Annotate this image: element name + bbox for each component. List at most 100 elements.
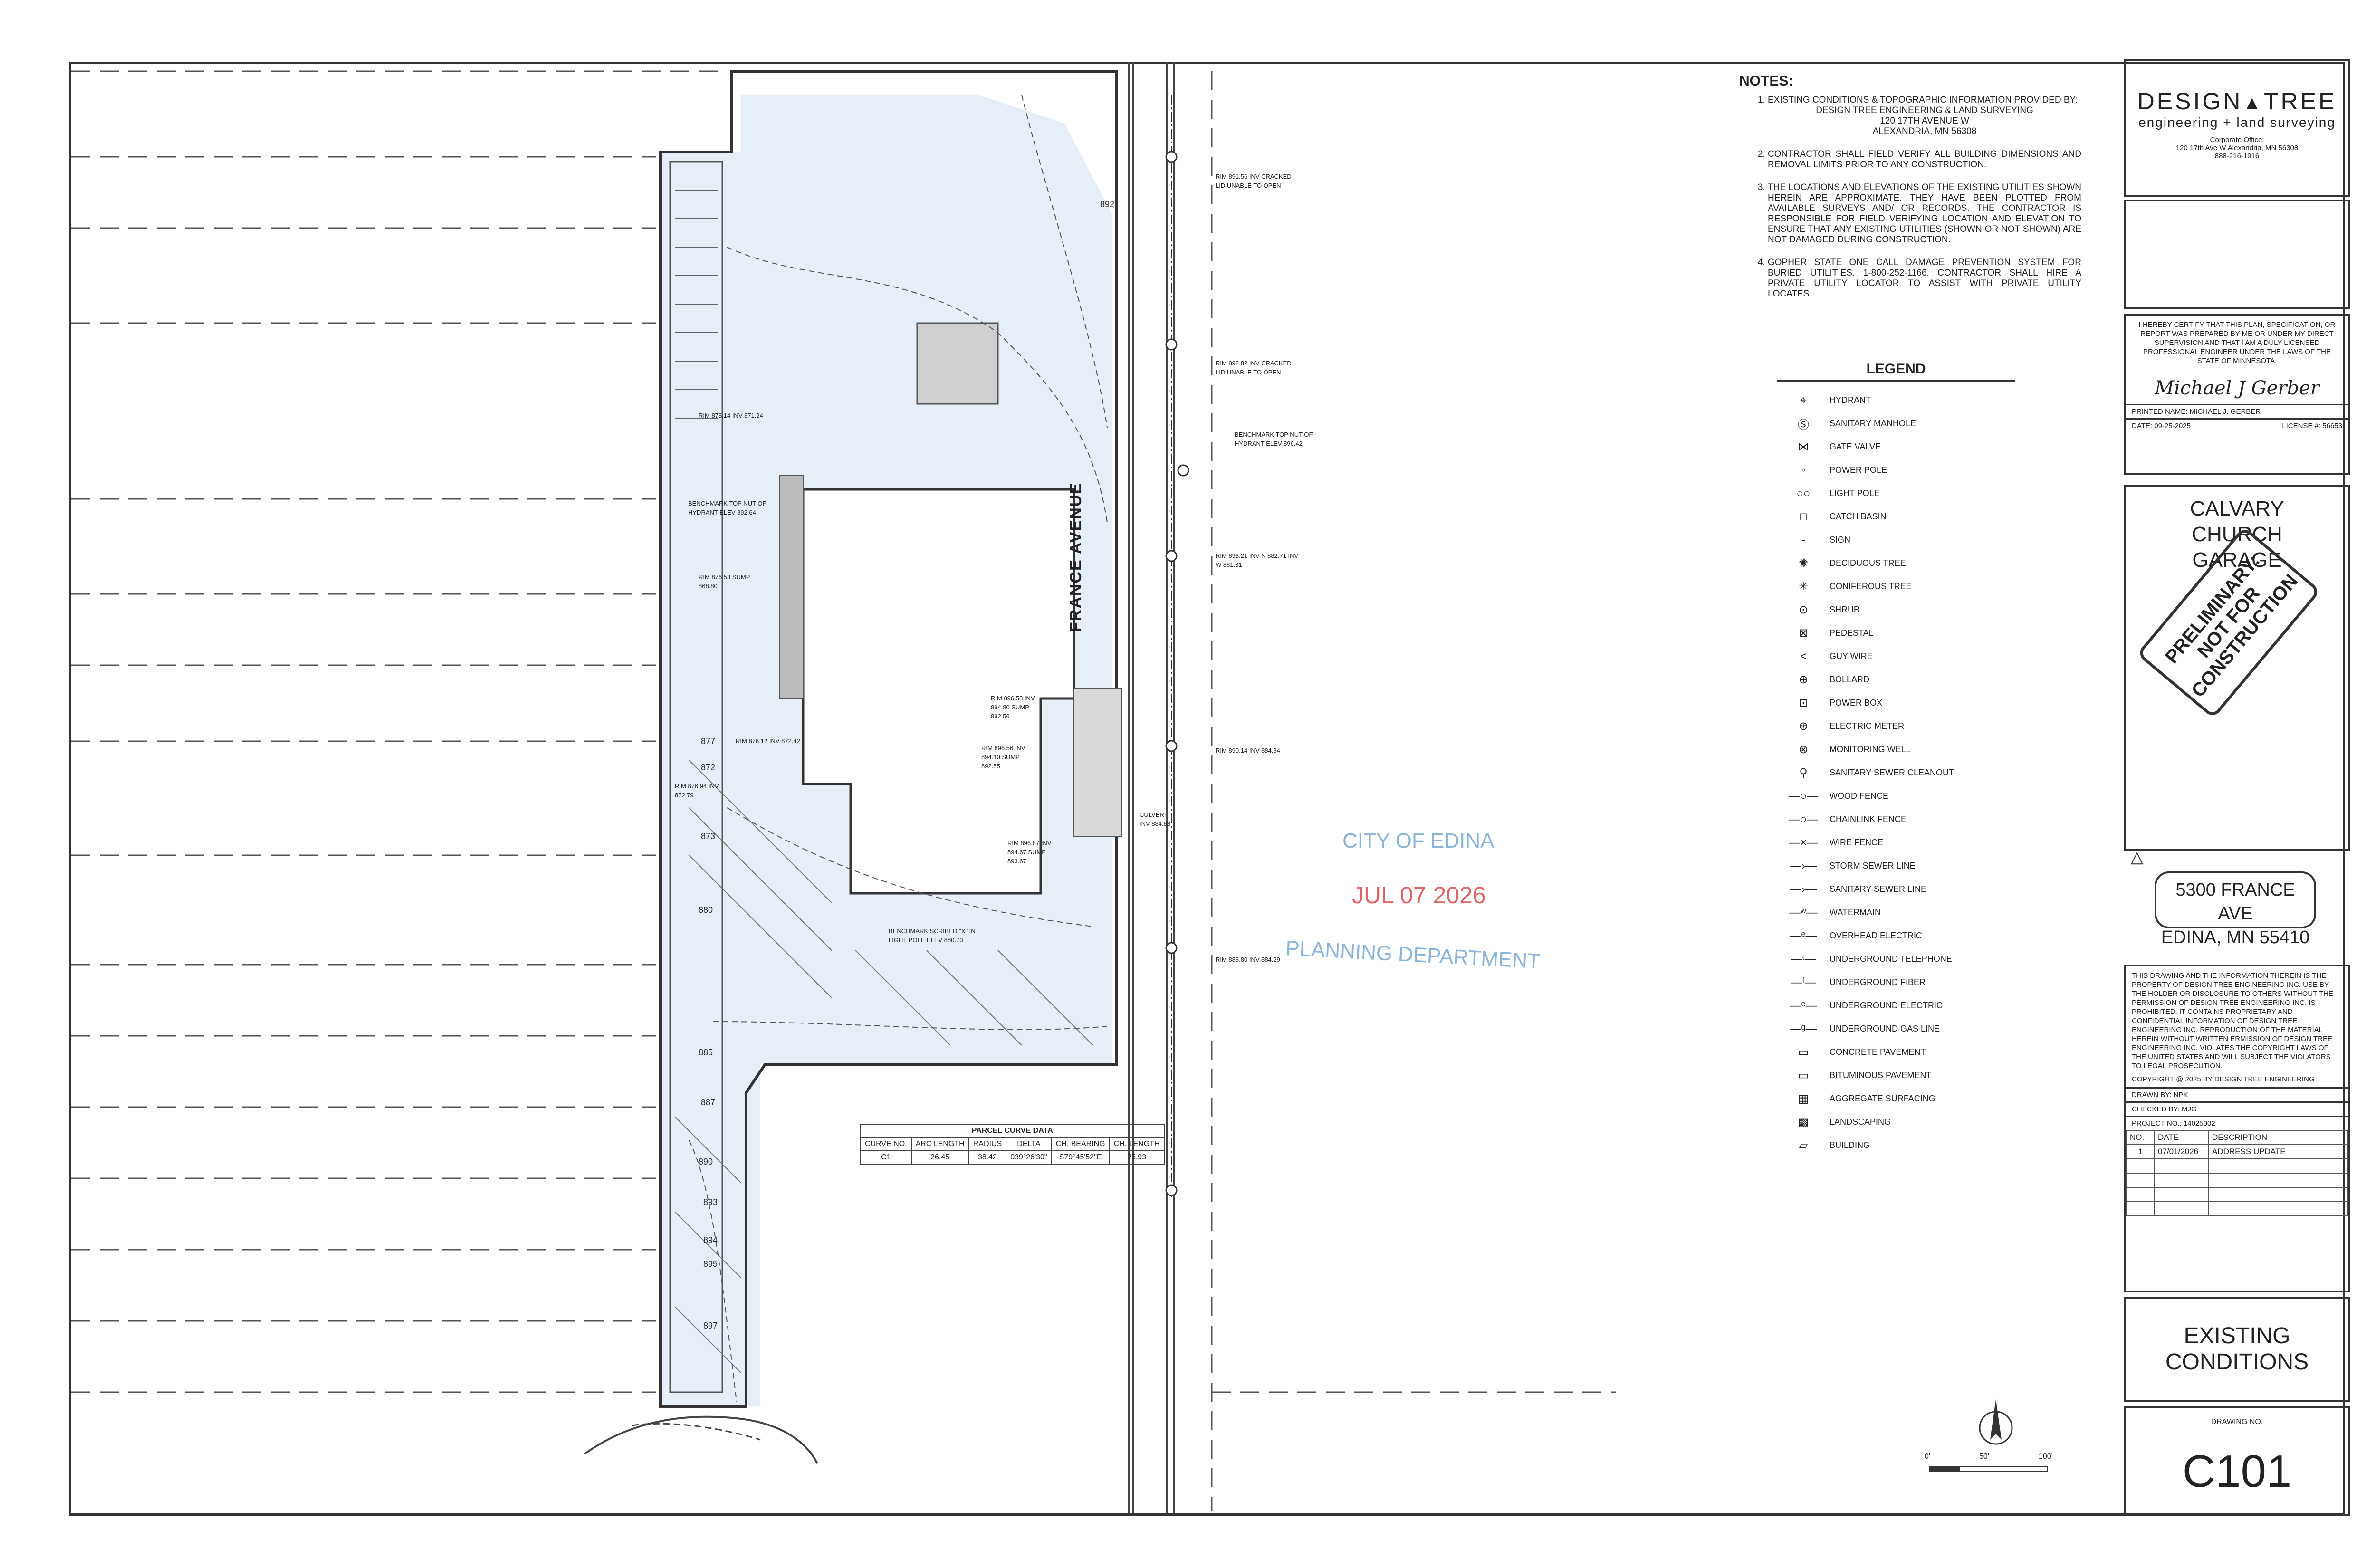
legend-label: PEDESTAL bbox=[1830, 628, 1874, 638]
legend-item: ▩ LANDSCAPING bbox=[1777, 1110, 2024, 1134]
legend-label: ELECTRIC METER bbox=[1830, 721, 1905, 731]
landscaping-icon: ▩ bbox=[1798, 1116, 1809, 1128]
contour-label: 892 bbox=[1100, 200, 1115, 209]
contour-label: 877 bbox=[701, 736, 716, 746]
disclaimer: THIS DRAWING AND THE INFORMATION THEREIN… bbox=[2132, 972, 2333, 1070]
utility-note: RIM 876.12 INV 872.42 bbox=[736, 737, 800, 745]
catch-basin-icon: □ bbox=[1800, 510, 1807, 523]
legend-label: HYDRANT bbox=[1830, 395, 1871, 405]
legend-label: BOLLARD bbox=[1830, 675, 1870, 684]
legend-item: —ᵉ—UNDERGROUND ELECTRIC bbox=[1777, 994, 2024, 1017]
legend-label: POWER POLE bbox=[1830, 465, 1887, 475]
legend-item: —ʷ—WATERMAIN bbox=[1777, 901, 2024, 924]
utility-note: RIM 890.14 INV 884.84 bbox=[1216, 747, 1280, 754]
sheet-title: EXISTING bbox=[2184, 1323, 2290, 1348]
scale-tick: 100' bbox=[2039, 1453, 2053, 1461]
legend-item: —ᵗ—UNDERGROUND TELEPHONE bbox=[1777, 947, 2024, 971]
table-cell: 07/01/2026 bbox=[2154, 1144, 2209, 1159]
legend-item: —ᵉ—OVERHEAD ELECTRIC bbox=[1777, 924, 2024, 947]
legend-item: ⊛ELECTRIC METER bbox=[1777, 715, 2024, 738]
note-item: CONTRACTOR SHALL FIELD VERIFY ALL BUILDI… bbox=[1768, 149, 2081, 170]
note-item: THE LOCATIONS AND ELEVATIONS OF THE EXIS… bbox=[1768, 182, 2081, 245]
table-header: DELTA bbox=[1006, 1137, 1052, 1151]
legend-label: SANITARY SEWER CLEANOUT bbox=[1830, 768, 1954, 777]
legend-label: UNDERGROUND TELEPHONE bbox=[1830, 954, 1952, 964]
utility-note: RIM 878.14 INV 871.24 bbox=[699, 412, 763, 419]
utility-note: RIM 893.21 INV N 882.71 INV W 881.31 bbox=[1216, 552, 1299, 568]
note-text: EXISTING CONDITIONS & TOPOGRAPHIC INFORM… bbox=[1768, 95, 2078, 105]
company-logo-block: DESIGN▲TREE engineering + land surveying… bbox=[2124, 59, 2350, 197]
contour-label: 897 bbox=[703, 1321, 718, 1330]
note-subline: DESIGN TREE ENGINEERING & LAND SURVEYING bbox=[1816, 105, 2033, 115]
pedestal-icon: ⊠ bbox=[1798, 627, 1809, 640]
north-arrow-icon bbox=[1979, 1399, 2013, 1445]
legend-item: ✺DECIDUOUS TREE bbox=[1777, 552, 2024, 575]
utility-note: RIM 896.58 INV 894.80 SUMP 892.56 bbox=[991, 695, 1035, 720]
legend-item: ✳CONIFEROUS TREE bbox=[1777, 575, 2024, 598]
utility-note: RIM 891.56 INV CRACKED LID UNABLE TO OPE… bbox=[1216, 173, 1292, 189]
table-row bbox=[2126, 1173, 2348, 1188]
contour-label: 880 bbox=[699, 905, 713, 915]
office-label: Corporate Office: bbox=[2210, 136, 2264, 144]
copyright: COPYRIGHT @ 2025 BY DESIGN TREE ENGINEER… bbox=[2132, 1075, 2315, 1083]
printed-name: PRINTED NAME: MICHAEL J. GERBER bbox=[2126, 404, 2348, 418]
brand-tree: TREE bbox=[2263, 88, 2337, 115]
notes-heading: NOTES: bbox=[1739, 73, 1793, 89]
parcel-curve-table: PARCEL CURVE DATA CURVE NO. ARC LENGTH R… bbox=[860, 1124, 1165, 1165]
chainlink-fence-icon: —○— bbox=[1788, 813, 1819, 826]
legend-label: UNDERGROUND FIBER bbox=[1830, 977, 1926, 987]
legend-item: ○○LIGHT POLE bbox=[1777, 482, 2024, 505]
legend-label: CATCH BASIN bbox=[1830, 512, 1887, 521]
received-date-stamp: JUL 07 2026 bbox=[1352, 882, 1486, 908]
table-cell: ADDRESS UPDATE bbox=[2208, 1144, 2348, 1159]
sheet-border bbox=[69, 62, 2345, 1516]
drawing-number: C101 bbox=[2182, 1446, 2292, 1497]
legend-label: LIGHT POLE bbox=[1830, 488, 1880, 498]
aggregate-surfacing-icon: ▦ bbox=[1798, 1092, 1809, 1105]
legend-label: UNDERGROUND ELECTRIC bbox=[1830, 1001, 1943, 1010]
bituminous-pavement-icon: ▭ bbox=[1798, 1069, 1809, 1082]
legend-label: BITUMINOUS PAVEMENT bbox=[1830, 1071, 1932, 1080]
legend-item: —›—SANITARY SEWER LINE bbox=[1777, 878, 2024, 901]
utility-note: RIM 876.53 SUMP 868.80 bbox=[699, 574, 750, 590]
legend-title: LEGEND bbox=[1777, 361, 2015, 382]
legend-item: —○—WOOD FENCE bbox=[1777, 784, 2024, 808]
contour-label: 887 bbox=[701, 1098, 716, 1107]
wire-fence-icon: —×— bbox=[1788, 836, 1818, 849]
table-row bbox=[2126, 1201, 2348, 1216]
scale-tick: 50' bbox=[1979, 1453, 1989, 1461]
legend-label: WOOD FENCE bbox=[1830, 791, 1888, 801]
legend-item: —ᵍ—UNDERGROUND GAS LINE bbox=[1777, 1017, 2024, 1041]
legend-item: ▭ BITUMINOUS PAVEMENT bbox=[1777, 1064, 2024, 1087]
legend-item: ▱ BUILDING bbox=[1777, 1134, 2024, 1157]
brand-design: DESIGN bbox=[2137, 88, 2243, 115]
scale-bar: 0' 50' 100' bbox=[1925, 1453, 2053, 1494]
power-pole-icon: ◦ bbox=[1801, 463, 1806, 477]
legend-item: ⊠ PEDESTAL bbox=[1777, 621, 2024, 645]
power-box-icon: ⊡ bbox=[1798, 697, 1809, 709]
utility-note: RIM 896.87 INV 894.67 SUMP 893.67 bbox=[1007, 840, 1052, 865]
street-label: FRANCE AVENUE bbox=[1067, 482, 1085, 632]
drawing-number-block: DRAWING NO. C101 bbox=[2124, 1406, 2350, 1516]
table-cell: 25.93 bbox=[1109, 1150, 1165, 1165]
coniferous-tree-icon: ✳ bbox=[1798, 580, 1809, 593]
contour-label: 895 bbox=[703, 1259, 718, 1269]
city-stamp: CITY OF EDINA bbox=[1342, 829, 1495, 852]
concrete-pavement-icon: ▭ bbox=[1798, 1046, 1809, 1059]
table-cell: 039°26'30" bbox=[1006, 1150, 1052, 1165]
building-icon: ▱ bbox=[1799, 1139, 1808, 1152]
general-notes: NOTES: EXISTING CONDITIONS & TOPOGRAPHIC… bbox=[1739, 73, 2081, 312]
sheet-title-block: EXISTING CONDITIONS bbox=[2124, 1297, 2350, 1402]
legend-item: ▦AGGREGATE SURFACING bbox=[1777, 1087, 2024, 1110]
legend-label: STORM SEWER LINE bbox=[1830, 861, 1916, 870]
underground-fiber-icon: —ᶠ— bbox=[1791, 975, 1816, 989]
deciduous-tree-icon: ✺ bbox=[1798, 557, 1809, 570]
table-cell: S79°45'52"E bbox=[1051, 1150, 1110, 1165]
legend-item: ⊙SHRUB bbox=[1777, 598, 2024, 621]
table-title: PARCEL CURVE DATA bbox=[860, 1124, 1165, 1138]
legend-label: LANDSCAPING bbox=[1830, 1117, 1891, 1127]
legend-label: BUILDING bbox=[1830, 1140, 1870, 1150]
tree-icon: ▲ bbox=[2242, 93, 2264, 114]
table-header: CH. LENGTH bbox=[1109, 1137, 1165, 1151]
